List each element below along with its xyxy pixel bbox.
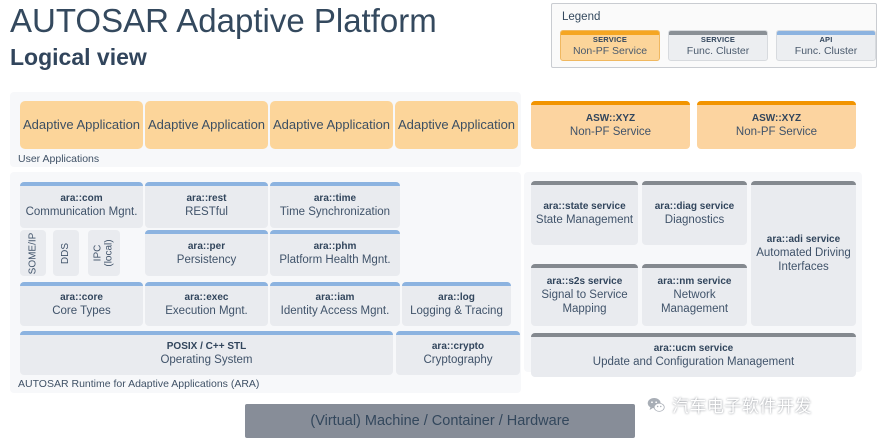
ara-crypto-key: ara::crypto (431, 340, 485, 352)
legend: Legend SERVICE Non-PF Service SERVICE Fu… (551, 3, 877, 68)
ara-state-service-key: ara::state service (543, 200, 626, 212)
page-subtitle: Logical view (10, 44, 147, 70)
binding-someip-label: SOME/IP (27, 232, 39, 274)
adaptive-application-4[interactable]: Adaptive Application (395, 101, 518, 149)
ara-iam-label: Identity Access Mgnt. (280, 304, 390, 317)
ara-ucm-service-label: Update and Configuration Management (592, 355, 795, 368)
binding-ipc-line2: (local) (103, 239, 115, 267)
legend-item-label: Func. Cluster (686, 44, 750, 57)
ara-crypto-box[interactable]: ara::crypto Cryptography (396, 331, 520, 375)
legend-item-service-func-cluster: SERVICE Func. Cluster (668, 30, 768, 61)
asw-service-label: Non-PF Service (569, 125, 652, 138)
ara-s2s-service-box[interactable]: ara::s2s service Signal to Service Mappi… (531, 264, 638, 326)
ara-diag-service-box[interactable]: ara::diag service Diagnostics (642, 181, 747, 245)
ara-phm-label: Platform Health Mgnt. (279, 253, 391, 266)
adaptive-application-label: Adaptive Application (22, 117, 141, 132)
ara-core-box[interactable]: ara::core Core Types (20, 282, 143, 326)
legend-item-key: API (819, 34, 833, 44)
ara-s2s-service-key: ara::s2s service (546, 275, 623, 287)
ara-diag-service-label: Diagnostics (664, 213, 725, 226)
adaptive-application-1[interactable]: Adaptive Application (20, 101, 143, 149)
ara-crypto-label: Cryptography (423, 353, 493, 366)
ara-adi-service-label: Automated Driving Interfaces (756, 247, 851, 273)
ara-iam-key: ara::iam (315, 291, 355, 303)
legend-items: SERVICE Non-PF Service SERVICE Func. Clu… (560, 30, 876, 61)
adaptive-application-3[interactable]: Adaptive Application (270, 101, 393, 149)
binding-someip-box[interactable]: SOME/IP (20, 230, 46, 276)
ara-log-key: ara::log (438, 291, 475, 303)
ara-adi-service-key: ara::adi service (766, 234, 841, 245)
ara-per-key: ara::per (187, 240, 226, 252)
legend-item-key: SERVICE (592, 34, 628, 44)
adaptive-application-label: Adaptive Application (397, 117, 516, 132)
ara-iam-box[interactable]: ara::iam Identity Access Mgnt. (270, 282, 400, 326)
ara-exec-key: ara::exec (184, 291, 229, 303)
watermark: 汽车电子软件开发 (645, 392, 812, 417)
legend-item-key: SERVICE (700, 34, 736, 44)
ara-per-box[interactable]: ara::per Persistency (145, 230, 268, 276)
ara-com-box[interactable]: ara::com Communication Mgnt. (20, 182, 143, 228)
ara-exec-box[interactable]: ara::exec Execution Mgnt. (145, 282, 268, 326)
ara-phm-key: ara::phm (313, 240, 357, 252)
adaptive-application-label: Adaptive Application (147, 117, 266, 132)
ara-log-label: Logging & Tracing (410, 304, 503, 317)
ara-exec-label: Execution Mgnt. (165, 304, 248, 317)
legend-item-non-pf-service: SERVICE Non-PF Service (560, 30, 660, 61)
ara-rest-box[interactable]: ara::rest RESTful (145, 182, 268, 228)
ara-state-service-box[interactable]: ara::state service State Management (531, 181, 638, 245)
ara-time-label: Time Synchronization (279, 205, 391, 218)
ara-caption: AUTOSAR Runtime for Adaptive Application… (18, 378, 260, 390)
binding-dds-box[interactable]: DDS (53, 230, 79, 276)
legend-item-label: Func. Cluster (794, 44, 858, 57)
binding-ipc-box[interactable]: IPC (local) (88, 230, 120, 276)
hardware-label: (Virtual) Machine / Container / Hardware (310, 413, 570, 429)
os-posix-label: Operating System (160, 353, 253, 366)
adaptive-application-2[interactable]: Adaptive Application (145, 101, 268, 149)
hardware-bar: (Virtual) Machine / Container / Hardware (245, 404, 635, 438)
ara-ucm-service-box[interactable]: ara::ucm service Update and Configuratio… (531, 333, 856, 377)
ara-per-label: Persistency (176, 253, 237, 266)
os-posix-key: POSIX / C++ STL (166, 340, 247, 352)
ara-ucm-service-key: ara::ucm service (653, 342, 734, 354)
binding-dds-label: DDS (60, 242, 72, 264)
legend-item-api-func-cluster: API Func. Cluster (776, 30, 876, 61)
ara-nm-service-label: Network Management (660, 288, 729, 315)
ara-core-key: ara::core (60, 291, 103, 303)
wechat-icon (645, 394, 667, 415)
ara-rest-label: RESTful (185, 205, 228, 218)
adaptive-application-label: Adaptive Application (272, 117, 391, 132)
binding-ipc-line1: IPC (92, 244, 104, 262)
ara-adi-service-box[interactable]: ara::adi service Automated Driving Inter… (751, 181, 856, 326)
ara-time-box[interactable]: ara::time Time Synchronization (270, 182, 400, 228)
asw-service-key: ASW::XYZ (585, 112, 636, 124)
ara-log-box[interactable]: ara::log Logging & Tracing (402, 282, 511, 326)
ara-time-key: ara::time (313, 192, 357, 204)
watermark-text: 汽车电子软件开发 (672, 397, 812, 417)
ara-s2s-service-label: Signal to Service Mapping (541, 288, 628, 315)
ara-state-service-label: State Management (535, 213, 634, 226)
ara-com-key: ara::com (60, 192, 103, 204)
asw-service-label: Non-PF Service (735, 125, 818, 138)
asw-service-key: ASW::XYZ (751, 112, 802, 124)
binding-ipc-label: IPC (local) (93, 239, 115, 266)
ara-core-label: Core Types (52, 304, 111, 317)
ara-diag-service-key: ara::diag service (654, 200, 735, 212)
legend-item-label: Non-PF Service (572, 44, 648, 57)
legend-title: Legend (562, 11, 601, 23)
user-applications-caption: User Applications (18, 153, 100, 165)
ara-com-label: Communication Mgnt. (25, 205, 138, 218)
asw-non-pf-service-1[interactable]: ASW::XYZ Non-PF Service (531, 101, 690, 149)
ara-rest-key: ara::rest (186, 192, 227, 204)
ara-nm-service-box[interactable]: ara::nm service Network Management (642, 264, 747, 326)
page-title: AUTOSAR Adaptive Platform (10, 2, 437, 39)
os-posix-box[interactable]: POSIX / C++ STL Operating System (20, 331, 393, 375)
asw-non-pf-service-2[interactable]: ASW::XYZ Non-PF Service (697, 101, 856, 149)
ara-phm-box[interactable]: ara::phm Platform Health Mgnt. (270, 230, 400, 276)
ara-nm-service-key: ara::nm service (657, 275, 732, 287)
